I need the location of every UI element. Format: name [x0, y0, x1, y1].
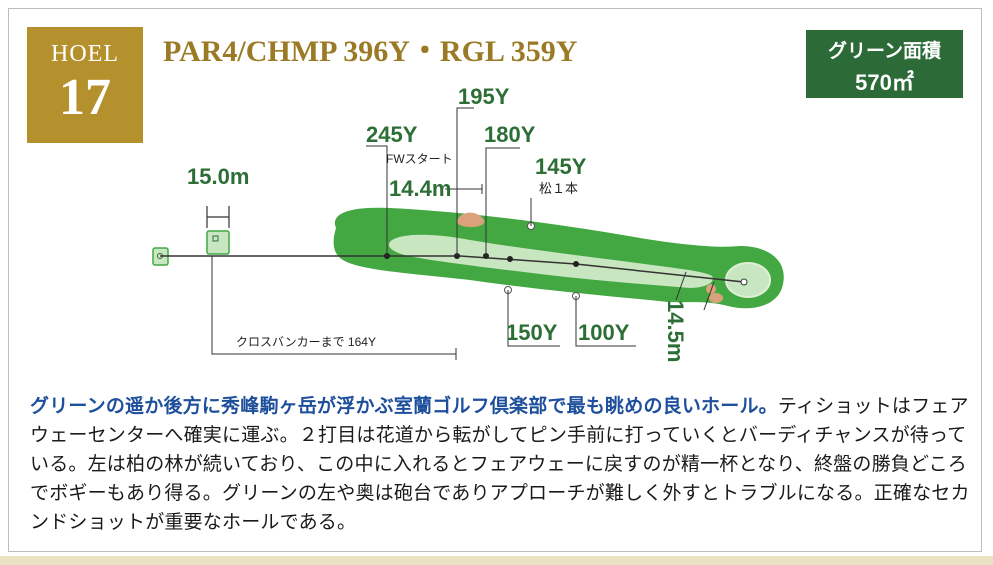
label-150y: 150Y — [506, 320, 558, 345]
green-area-value: 570㎡ — [855, 70, 914, 95]
point-150y — [507, 256, 513, 262]
label-145y: 145Y — [535, 154, 587, 179]
fw-width-dimension — [445, 184, 483, 194]
hole-label: HOEL — [51, 41, 119, 67]
fairway-bunker — [457, 212, 485, 228]
label-cross-bunker: クロスバンカーまで 164Y — [236, 335, 376, 349]
label-pine: 松１本 — [539, 181, 578, 196]
green-bunker-2 — [709, 293, 723, 303]
point-100y — [573, 261, 579, 267]
front-tee-marker — [212, 235, 219, 242]
leader-245y — [366, 145, 388, 256]
label-fw-start: FWスタート — [386, 152, 453, 166]
hole-badge: HOEL 17 — [27, 27, 143, 143]
center-line — [160, 255, 745, 283]
label-195y: 195Y — [458, 84, 510, 109]
label-green-depth: 14.5m — [663, 300, 688, 362]
pin — [740, 278, 748, 286]
label-100y: 100Y — [578, 320, 630, 345]
label-245y: 245Y — [366, 122, 418, 147]
green-depth-dimension — [675, 271, 715, 311]
label-tee-width: 15.0m — [187, 164, 249, 189]
description-text: ティショットはフェアウェーセンターへ確実に運ぶ。２打目は花道から転がしてピン手前… — [30, 395, 970, 533]
front-tee — [206, 230, 230, 255]
hole-number: 17 — [59, 69, 111, 126]
bottom-strip — [0, 556, 993, 565]
label-fw-width: 14.4m — [389, 176, 451, 201]
hole-description: グリーンの遥か後方に秀峰駒ヶ岳が浮かぶ室蘭ゴルフ倶楽部で最も眺めの良いホール。テ… — [30, 392, 980, 537]
tee-width-dimension — [206, 206, 230, 228]
par-title: PAR4/CHMP 396Y・RGL 359Y — [163, 35, 578, 68]
fairway-area — [388, 234, 713, 288]
leader-100y — [575, 296, 636, 347]
description-highlight: グリーンの遥か後方に秀峰駒ヶ岳が浮かぶ室蘭ゴルフ倶楽部で最も眺めの良いホール。 — [30, 395, 778, 417]
leader-195y — [456, 107, 474, 256]
hole-map: 15.0m 245Y FWスタート 195Y 180Y 145Y 松１本 14.… — [152, 84, 784, 362]
green-area-box: グリーン面積 570㎡ — [806, 30, 963, 98]
leader-180y — [485, 147, 520, 256]
leader-150y — [507, 290, 560, 347]
green-area-label: グリーン面積 — [827, 41, 942, 62]
label-180y: 180Y — [484, 122, 536, 147]
green-area — [725, 262, 771, 298]
cross-bunker-line — [211, 256, 457, 360]
